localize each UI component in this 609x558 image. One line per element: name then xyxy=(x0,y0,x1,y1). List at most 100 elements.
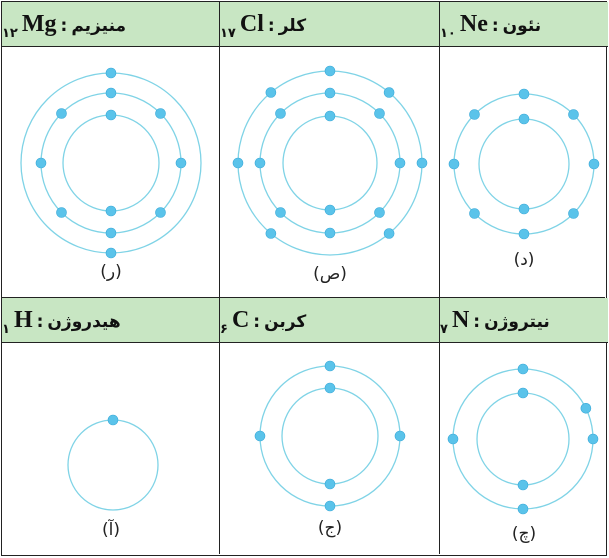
diagram-caption: (د) xyxy=(513,250,535,270)
element-symbol: N xyxy=(451,306,470,333)
electron-dot xyxy=(383,87,395,98)
atomic-number: ۷ xyxy=(440,321,448,337)
cell-header: ۱۲ Mg : منیزیم xyxy=(2,2,220,47)
electron-dot xyxy=(275,207,286,218)
electron-dot xyxy=(324,500,336,512)
electron-dot xyxy=(105,227,117,239)
electron-dot xyxy=(105,109,117,121)
element-label: ۷ N : نیتروژن xyxy=(440,306,550,337)
label-colon: : xyxy=(60,15,68,36)
electron-dot xyxy=(105,67,117,79)
electron-dot xyxy=(324,65,336,77)
electron-dot xyxy=(518,203,530,215)
electron-dot xyxy=(374,207,385,218)
cell-header: ۷ N : نیتروژن xyxy=(440,298,608,343)
atomic-number: ۶ xyxy=(220,321,228,337)
electron-dot xyxy=(394,430,406,442)
electron-shell-1 xyxy=(282,115,378,211)
electron-dot xyxy=(469,208,480,219)
electron-dot xyxy=(105,205,117,217)
atomic-number: ۱۷ xyxy=(220,25,236,41)
electron-dot xyxy=(394,157,406,169)
element-symbol: H xyxy=(13,306,33,333)
column-divider xyxy=(439,2,440,554)
element-name: نیتروژن xyxy=(484,311,550,332)
electron-dot xyxy=(324,110,336,122)
electron-dot xyxy=(518,113,530,125)
atom-diagram-hydrogen xyxy=(67,414,159,511)
electron-dot xyxy=(568,208,579,219)
cell-carbon: ۶ C : کربن (ج) xyxy=(220,298,440,556)
electron-dot xyxy=(155,207,166,218)
electron-dot xyxy=(518,228,530,240)
atom-diagram-nitrogen xyxy=(447,363,599,515)
electron-dot xyxy=(568,109,579,120)
cell-header: ۱۷ Cl : کلر xyxy=(220,2,440,47)
electron-dot xyxy=(517,363,529,375)
element-label: ۱۰ Ne : نئون xyxy=(440,10,542,41)
electron-dot xyxy=(254,430,266,442)
atomic-number: ۱۰ xyxy=(440,25,456,41)
element-label: ۱ H : هیدروژن xyxy=(2,306,121,337)
electron-shell-1 xyxy=(478,118,570,210)
diagram-caption: (آ) xyxy=(101,520,120,540)
diagram-caption: (ص) xyxy=(313,264,347,284)
electron-dot xyxy=(580,403,592,414)
electron-dot xyxy=(254,157,266,169)
cell-neon: ۱۰ Ne : نئون (د) xyxy=(440,2,608,298)
cell-nitrogen: ۷ N : نیتروژن (چ) xyxy=(440,298,608,556)
atom-diagram-magnesium xyxy=(20,67,202,259)
cell-header: ۱۰ Ne : نئون xyxy=(440,2,608,47)
element-name: منیزیم xyxy=(71,15,127,36)
electron-dot xyxy=(324,227,336,239)
label-colon: : xyxy=(36,311,44,332)
electron-dot xyxy=(416,157,428,169)
electron-shell-1 xyxy=(281,387,379,485)
atomic-number: ۱ xyxy=(2,321,10,337)
electron-dot xyxy=(324,382,336,394)
element-symbol: Mg xyxy=(21,10,57,37)
cell-chlorine: ۱۷ Cl : کلر (ص) xyxy=(220,2,440,298)
electron-dot xyxy=(588,158,600,170)
atom-diagram-carbon xyxy=(254,360,406,512)
element-symbol: C xyxy=(231,306,250,333)
electron-shell-1 xyxy=(476,392,570,486)
element-name: کربن xyxy=(264,311,307,332)
electron-dot xyxy=(518,88,530,100)
electron-shell-3 xyxy=(20,72,202,254)
label-colon: : xyxy=(267,15,275,36)
atom-diagram-neon xyxy=(448,88,600,240)
electron-dot xyxy=(517,479,529,491)
electron-dot xyxy=(383,228,395,239)
electron-dot xyxy=(265,87,277,98)
cell-header: ۶ C : کربن xyxy=(220,298,440,343)
cell-header: ۱ H : هیدروژن xyxy=(2,298,220,343)
electron-dot xyxy=(324,478,336,490)
element-label: ۱۷ Cl : کلر xyxy=(220,11,306,41)
electron-dot xyxy=(324,360,336,372)
diagram-caption: (ج) xyxy=(317,518,343,538)
cell-magnesium: ۱۲ Mg : منیزیم (ر) xyxy=(2,2,220,298)
electron-dot xyxy=(324,87,336,99)
electron-dot xyxy=(35,157,47,169)
element-label: ۱۲ Mg : منیزیم xyxy=(2,10,127,41)
label-colon: : xyxy=(253,311,261,332)
electron-dot xyxy=(517,503,529,515)
electron-dot xyxy=(107,414,119,426)
electron-dot xyxy=(175,157,187,169)
electron-dot xyxy=(265,228,277,239)
electron-dot xyxy=(324,204,336,216)
element-name: هیدروژن xyxy=(47,311,121,332)
row-divider xyxy=(2,297,605,298)
element-symbol: Ne xyxy=(459,10,488,37)
electron-shell-1 xyxy=(67,419,159,511)
electron-dot xyxy=(517,387,529,399)
diagram-caption: (چ) xyxy=(511,524,537,544)
electron-dot xyxy=(275,108,286,119)
electron-dot xyxy=(56,207,67,218)
electron-dot xyxy=(105,247,117,259)
element-name: نئون xyxy=(502,15,542,36)
electron-dot xyxy=(587,433,599,445)
electron-dot xyxy=(447,433,459,445)
